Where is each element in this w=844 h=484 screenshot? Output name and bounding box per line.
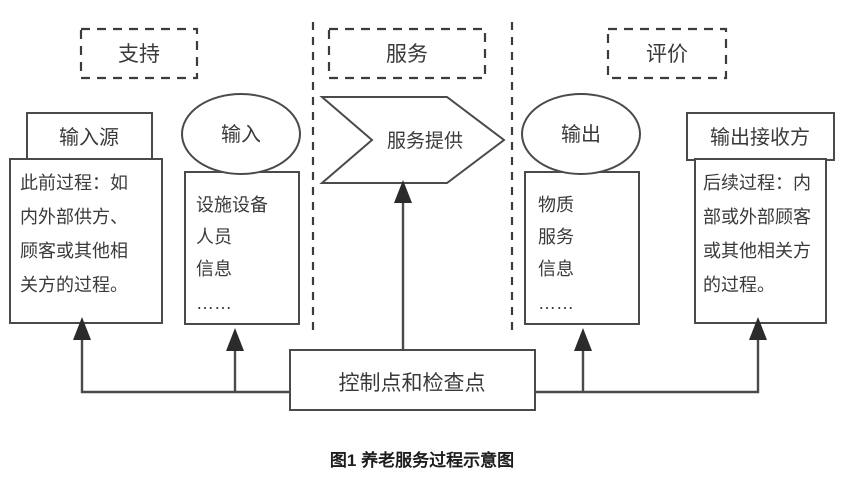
node-body-line-input-0: 设施设备 bbox=[196, 195, 268, 215]
node-body-line-output-receiver-2: 或其他相关方 bbox=[703, 241, 811, 261]
band-label-service: 服务 bbox=[386, 43, 428, 66]
node-body-box-input bbox=[184, 171, 300, 325]
node-header-label-input-source: 输入源 bbox=[59, 126, 119, 149]
node-header-label-output: 输出 bbox=[561, 123, 601, 146]
node-body-line-input-2: 信息 bbox=[196, 259, 232, 279]
node-ellipse-output bbox=[521, 93, 641, 175]
arrow-head-output bbox=[574, 328, 592, 351]
node-body-box-output bbox=[524, 171, 640, 325]
node-body-line-output-receiver-3: 的过程。 bbox=[703, 275, 775, 295]
arrow-head-input-source bbox=[73, 317, 91, 340]
node-body-line-input-source-0: 此前过程：如 bbox=[20, 173, 128, 193]
arrow-head-output-receiver bbox=[749, 317, 767, 340]
node-header-outline-output-receiver bbox=[686, 112, 835, 160]
band-label-support: 支持 bbox=[118, 43, 160, 66]
node-body-line-output-0: 物质 bbox=[538, 195, 574, 215]
node-body-line-input-1: 人员 bbox=[196, 227, 232, 247]
node-label-service-provision: 服务提供 bbox=[387, 130, 463, 152]
node-ellipse-input bbox=[181, 93, 301, 175]
arrow-head-input bbox=[226, 328, 244, 351]
node-body-box-output-receiver bbox=[694, 158, 827, 324]
node-label-control: 控制点和检查点 bbox=[339, 372, 486, 395]
node-body-line-input-3: …… bbox=[196, 293, 232, 313]
node-chevron-service-provision bbox=[319, 96, 506, 184]
node-body-box-input-source bbox=[9, 158, 163, 324]
node-body-line-output-2: 信息 bbox=[538, 259, 574, 279]
node-body-line-input-source-1: 内外部供方、 bbox=[20, 207, 128, 227]
node-header-box-input-source bbox=[26, 112, 153, 161]
node-body-line-input-source-2: 顾客或其他相 bbox=[20, 241, 128, 261]
node-body-line-output-1: 服务 bbox=[538, 227, 574, 247]
node-body-line-output-receiver-1: 部或外部顾客 bbox=[703, 207, 811, 227]
connector-control-to-input-source bbox=[80, 335, 290, 394]
node-body-line-output-3: …… bbox=[538, 293, 574, 313]
band-box-service bbox=[327, 27, 487, 80]
node-box-control bbox=[289, 349, 536, 411]
connector-control-to-output-receiver bbox=[535, 335, 760, 394]
band-box-support bbox=[79, 27, 199, 80]
figure-caption: 图1 养老服务过程示意图 bbox=[330, 450, 514, 470]
node-header-outline-input-source bbox=[26, 112, 153, 160]
band-box-evaluation bbox=[606, 27, 728, 80]
node-header-label-output-receiver: 输出接收方 bbox=[710, 126, 810, 149]
arrow-head-service-provision bbox=[394, 180, 412, 203]
node-header-label-input: 输入 bbox=[221, 123, 261, 146]
band-label-evaluation: 评价 bbox=[646, 43, 688, 66]
node-body-line-output-receiver-0: 后续过程：内 bbox=[703, 173, 811, 193]
node-body-line-input-source-3: 关方的过程。 bbox=[20, 275, 128, 295]
